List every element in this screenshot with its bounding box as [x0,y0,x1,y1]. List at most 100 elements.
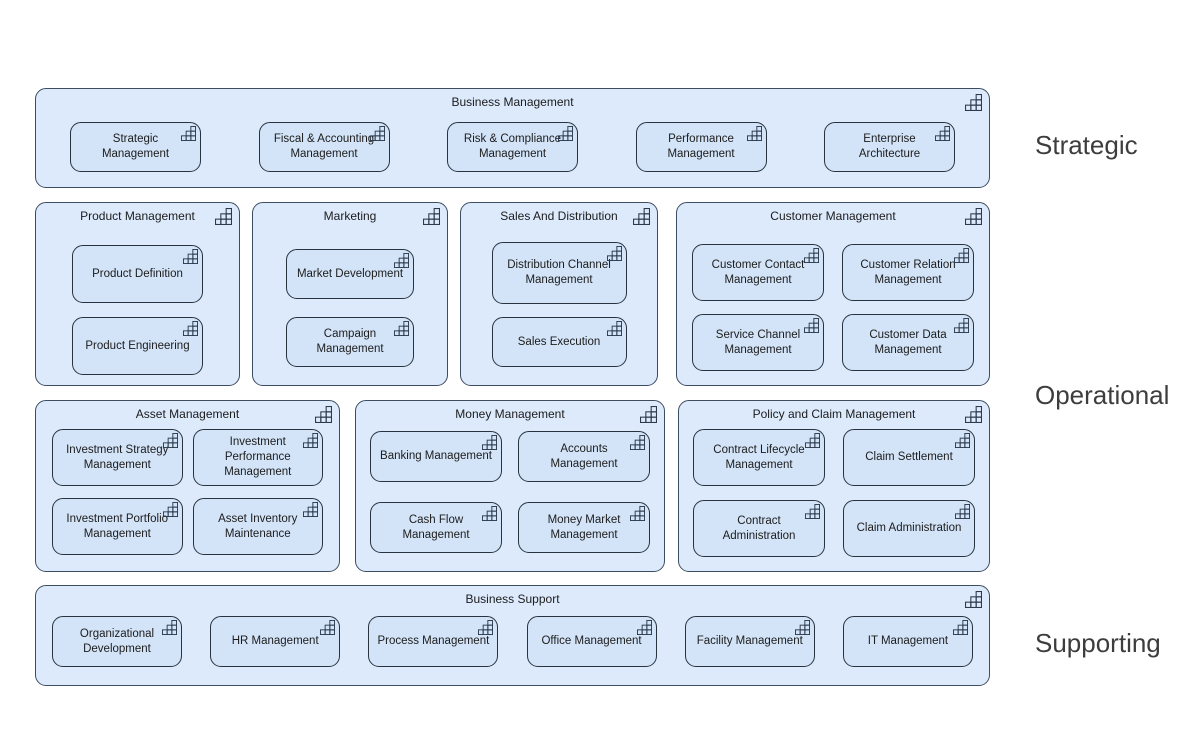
capability-label: Banking Management [380,450,492,463]
capability-label: Asset Inventory Maintenance [218,512,298,540]
capability-icon [804,248,819,263]
capability-icon [303,433,318,448]
box-investment-strategy-management: Investment Strategy Management [52,429,183,486]
box-strategic-management: Strategic Management [70,122,201,172]
capability-icon [955,433,970,448]
group-title: Marketing [323,209,377,223]
capability-icon [482,506,497,521]
capability-label: HR Management [231,635,319,648]
capability-icon [794,620,810,635]
capability-icon [954,248,969,263]
capability-label: Contract Administration [722,514,796,542]
box-customer-data-management: Customer Data Management [842,314,974,371]
box-cash-flow-management: Cash Flow Management [370,502,502,553]
capability-icon [935,126,950,141]
box-contract-lifecycle-management: Contract Lifecycle Management [693,429,825,486]
group-title: Sales And Distribution [500,209,618,223]
capability-label: Risk & Compliance Management [463,133,562,160]
capability-icon [965,208,982,225]
capability-icon [183,321,198,336]
box-asset-inventory-maintenance: Asset Inventory Maintenance [192,498,323,555]
capability-icon [804,318,819,333]
box-contract-administration: Contract Administration [693,500,825,557]
group-title: Business Management [451,95,574,109]
capability-label: Strategic Management [101,133,170,160]
capability-label: Enterprise Architecture [858,133,921,160]
box-claim-administration: Claim Administration [843,500,975,557]
box-investment-performance-management: Investment Performance Management [192,429,323,486]
box-campaign-management: Campaign Management [286,317,414,367]
capability-label: Cash Flow Management [402,513,470,541]
capability-icon [746,126,762,141]
capability-label: Contract Lifecycle Management [713,443,805,471]
box-fiscal-accounting-management: Fiscal & Accounting Management [258,122,390,172]
capability-icon [965,591,982,608]
group-money-management: Money Management Banking Management Acco… [355,400,665,572]
capability-icon [955,504,970,519]
capability-icon [965,406,982,423]
capability-icon [633,208,650,225]
box-product-definition: Product Definition [72,245,203,303]
group-title: Policy and Claim Management [752,407,916,421]
group-marketing: Marketing Market Development Campaign Ma… [252,202,448,386]
capability-icon [183,249,198,264]
box-banking-management: Banking Management [370,431,502,482]
capability-label: Process Management [377,635,490,648]
box-facility-management: Facility Management [684,616,815,667]
capability-label: Campaign Management [316,328,384,355]
capability-icon [162,620,177,635]
capability-label: Market Development [296,267,404,280]
box-distribution-channel-management: Distribution Channel Management [491,242,627,304]
capability-label: Investment Portfolio Management [66,512,169,540]
capability-label: Facility Management [696,635,803,648]
layer-label-operational: Operational [1035,380,1170,410]
box-investment-portfolio-management: Investment Portfolio Management [52,498,183,555]
capability-label: Distribution Channel Management [507,259,611,286]
capability-icon [630,435,645,450]
capability-label: IT Management [867,635,949,648]
capability-label: Accounts Management [550,442,618,470]
capability-label: Sales Execution [517,335,601,348]
capability-icon [423,208,440,225]
box-market-development: Market Development [286,249,414,299]
capability-icon [636,620,652,635]
group-customer-management: Customer Management Customer Contact Man… [676,202,990,386]
box-enterprise-architecture: Enterprise Architecture [824,122,955,172]
capability-icon [482,435,497,450]
capability-label: Office Management [541,635,642,648]
box-customer-contact-management: Customer Contact Management [692,244,824,301]
box-money-market-management: Money Market Management [518,502,650,553]
capability-icon [303,502,318,517]
group-sales-and-distribution: Sales And Distribution Distribution Chan… [460,202,658,386]
capability-label: Product Definition [92,267,183,280]
capability-icon [558,126,573,141]
capability-icon [640,406,657,423]
box-service-channel-management: Service Channel Management [692,314,824,371]
capability-label: Customer Contact Management [711,258,805,286]
box-organizational-development: Organizational Development [52,616,182,667]
box-product-engineering: Product Engineering [72,317,203,375]
group-business-support: Business Support Organizational Developm… [35,585,990,686]
capability-label: Service Channel Management [715,328,801,356]
capability-label: Product Engineering [85,339,190,352]
group-title: Product Management [80,209,195,223]
layer-label-strategic: Strategic [1035,130,1138,160]
capability-icon [478,620,494,635]
box-accounts-management: Accounts Management [518,431,650,482]
capability-icon [394,321,409,336]
box-office-management: Office Management [526,616,657,667]
box-it-management: IT Management [842,616,973,667]
capability-icon [965,94,982,111]
capability-icon [805,433,820,448]
group-business-management: Business Management Strategic Management… [35,88,990,188]
box-risk-compliance-management: Risk & Compliance Management [447,122,578,172]
capability-label: Customer Data Management [869,328,947,356]
capability-label: Organizational Development [79,627,155,655]
box-performance-management: Performance Management [635,122,767,172]
capability-icon [369,126,385,141]
group-policy-and-claim-management: Policy and Claim Management Contract Lif… [678,400,990,572]
group-title: Asset Management [135,407,240,421]
capability-icon [952,620,968,635]
layer-label-supporting: Supporting [1035,628,1161,658]
